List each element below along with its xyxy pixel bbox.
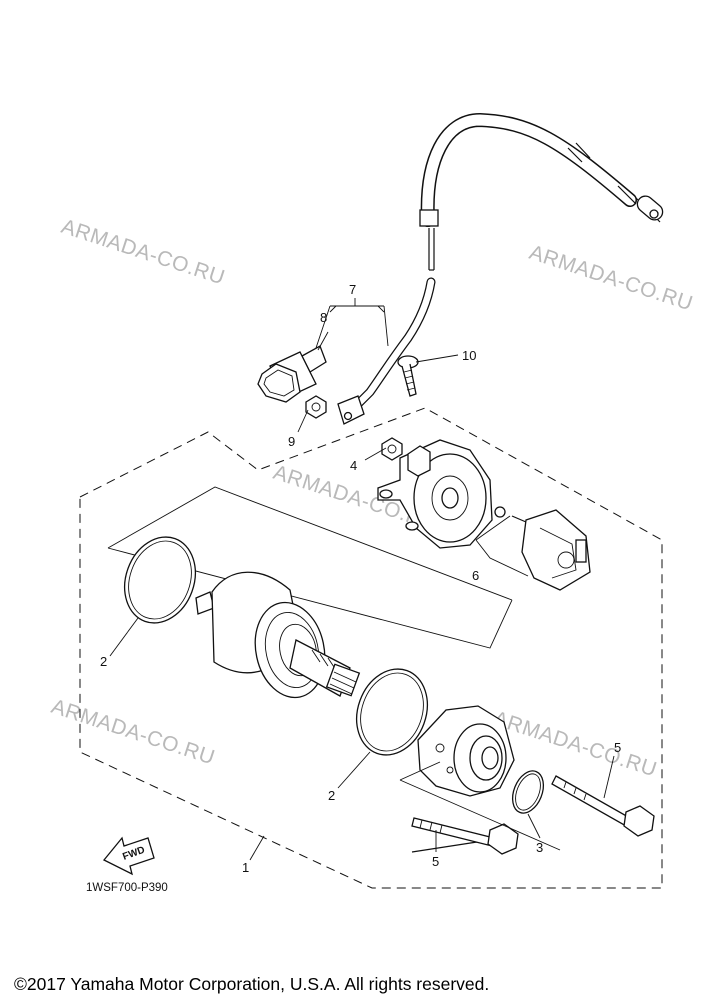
callout-2-left: 2 bbox=[100, 654, 107, 669]
front-cover bbox=[417, 705, 515, 797]
assembly-boundary-dashed bbox=[79, 407, 663, 889]
callout-6: 6 bbox=[472, 568, 479, 583]
callout-3: 3 bbox=[536, 840, 543, 855]
starter-cable bbox=[337, 112, 664, 425]
callout-10: 10 bbox=[462, 348, 476, 363]
part-8-terminal-cap bbox=[257, 345, 327, 403]
part-5-bolt-left bbox=[411, 817, 519, 855]
part-9-nut bbox=[305, 395, 327, 419]
diagram-code: 1WSF700-P390 bbox=[86, 882, 168, 894]
part-10-bolt bbox=[397, 355, 419, 397]
watermark-2: ARMADA-CO.RU bbox=[526, 241, 695, 316]
part-3-o-ring bbox=[511, 770, 545, 814]
part-2-o-ring-left bbox=[124, 536, 196, 624]
small-o-ring bbox=[494, 506, 506, 518]
callout-9: 9 bbox=[288, 434, 295, 449]
callout-1: 1 bbox=[242, 860, 249, 875]
watermark-5: ARMADA-CO.RU bbox=[490, 707, 659, 782]
part-2-o-ring-right bbox=[356, 668, 428, 756]
rear-cover bbox=[377, 439, 493, 549]
part-5-bolt-right bbox=[551, 775, 655, 837]
motor-yoke bbox=[195, 571, 361, 699]
callouts: 7 8 10 9 4 6 2 2 5 3 5 1 bbox=[100, 282, 621, 875]
callout-4: 4 bbox=[350, 458, 357, 473]
watermark-1: ARMADA-CO.RU bbox=[58, 215, 227, 290]
fwd-arrow-icon: FWD bbox=[102, 836, 155, 876]
callout-2-right: 2 bbox=[328, 788, 335, 803]
callout-8: 8 bbox=[320, 310, 327, 325]
part-4-nut bbox=[381, 437, 403, 461]
callout-5-left: 5 bbox=[432, 854, 439, 869]
bolt-bracket bbox=[399, 761, 561, 851]
part-6-brush-holder bbox=[511, 509, 591, 591]
callout-7: 7 bbox=[349, 282, 356, 297]
leader-lines bbox=[109, 298, 615, 861]
callout-5-right: 5 bbox=[614, 740, 621, 755]
watermark-4: ARMADA-CO.RU bbox=[48, 695, 217, 770]
copyright-text: ©2017 Yamaha Motor Corporation, U.S.A. A… bbox=[14, 974, 489, 994]
